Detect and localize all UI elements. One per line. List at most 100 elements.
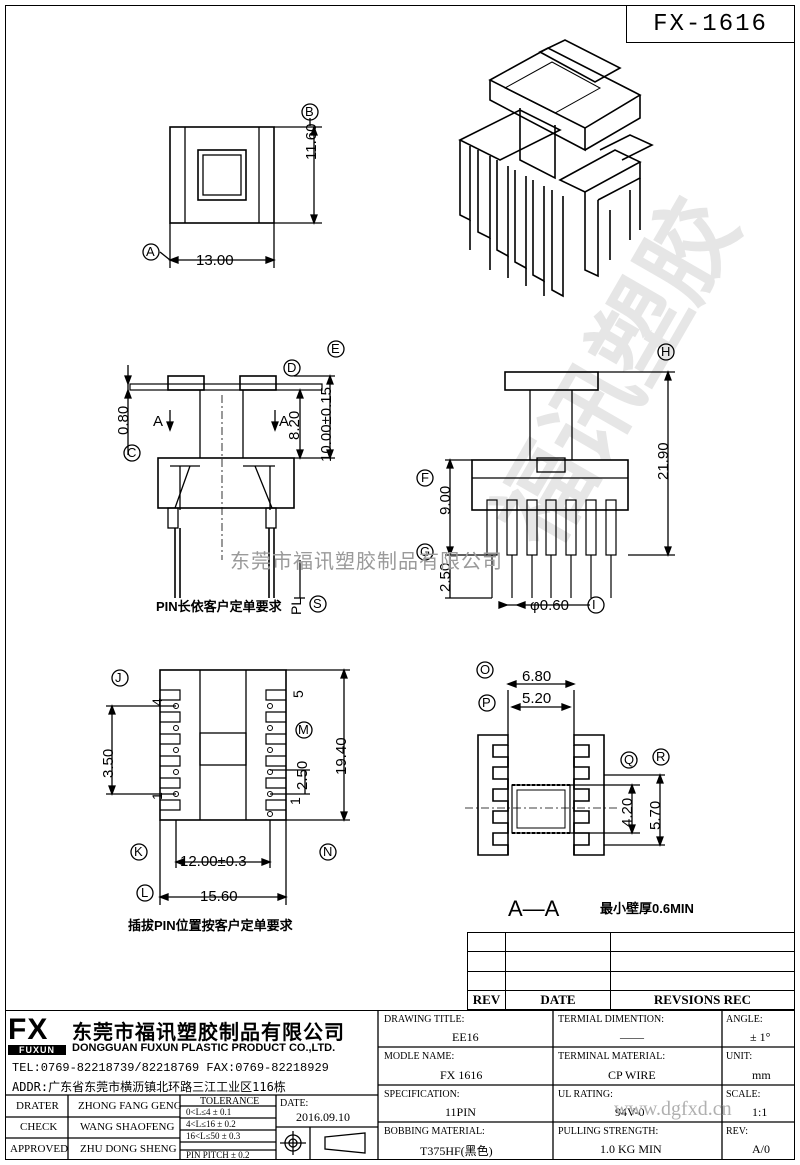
bobbin-label: BOBBING MATERIAL: xyxy=(384,1126,485,1137)
model-label: MODLE NAME: xyxy=(384,1051,455,1062)
isometric-view xyxy=(458,39,654,298)
callout-f: F xyxy=(421,470,429,485)
scale-value: 1:1 xyxy=(752,1105,768,1119)
rev-header: REV xyxy=(467,989,506,1011)
check-label: CHECK xyxy=(20,1121,58,1133)
pin-number-4: 4 xyxy=(149,698,165,706)
callout-j: J xyxy=(115,670,122,685)
title-block xyxy=(5,1010,795,1161)
company-logo: FX FUXUN xyxy=(8,1015,68,1055)
section-label: A—A xyxy=(508,896,560,921)
spec-label: SPECIFICATION: xyxy=(384,1089,460,1100)
callout-e: E xyxy=(331,341,340,356)
scale-label: SCALE: xyxy=(726,1089,761,1100)
title-block-grid xyxy=(5,1010,795,1160)
company-tel: TEL:0769-82218739/82218769 FAX:0769-8221… xyxy=(12,1061,329,1075)
term-mat-label: TERMINAL MATERIAL: xyxy=(558,1051,666,1062)
date-label: DATE: xyxy=(280,1098,309,1109)
dim-height: 11.60 xyxy=(303,123,320,160)
pull-label: PULLING STRENGTH: xyxy=(558,1126,659,1137)
callout-n: N xyxy=(323,844,333,859)
company-name-en: DONGGUAN FUXUN PLASTIC PRODUCT CO.,LTD. xyxy=(72,1042,336,1054)
drawing-title-label: DRAWING TITLE: xyxy=(384,1014,465,1025)
callout-b: B xyxy=(305,104,314,119)
section-view xyxy=(465,661,670,856)
dim-12-00: 12.00±0.3 xyxy=(180,853,247,870)
bottom-view xyxy=(106,668,350,905)
callout-a: A xyxy=(146,244,155,259)
pin-number-1: 1 xyxy=(149,792,165,800)
drater-label: DRATER xyxy=(16,1100,59,1112)
date-value: 2016.09.10 xyxy=(296,1110,350,1124)
tolerance-2: 4<L≤16 ± 0.2 xyxy=(186,1119,236,1129)
drawing-frame xyxy=(5,5,795,1160)
angle-label: ANGLE: xyxy=(726,1014,763,1025)
watermark-url: www.dgfxd.cn xyxy=(614,1098,732,1120)
dim-15-60: 15.60 xyxy=(200,888,238,905)
drawing-title-value: EE16 xyxy=(452,1030,479,1044)
tolerance-1: 0<L≤4 ± 0.1 xyxy=(186,1107,232,1117)
dim-19-40: 19.40 xyxy=(333,737,350,775)
callout-p: P xyxy=(482,695,491,710)
pin-length-note: PIN长依客户定单要求 xyxy=(156,599,282,614)
tolerance-pitch: PIN PITCH ± 0.2 xyxy=(186,1150,250,1160)
dim-5-70: 5.70 xyxy=(647,800,664,830)
dim-1: 1 xyxy=(287,797,303,805)
company-name-cn: 东莞市福讯塑胶制品有限公司 xyxy=(72,1020,345,1044)
pin-number-5: 5 xyxy=(290,690,306,698)
dim-21-90: 21.90 xyxy=(655,442,672,480)
callout-s: S xyxy=(313,596,322,611)
dim-3-50: 3.50 xyxy=(100,748,117,778)
top-view xyxy=(142,103,322,268)
term-dim-value: —— xyxy=(620,1030,644,1044)
spec-value: 11PIN xyxy=(445,1105,476,1119)
dim-width: 13.00 xyxy=(196,252,234,269)
pin-position-note: 插拔PIN位置按客户定单要求 xyxy=(128,918,293,933)
check-value: WANG SHAOFENG xyxy=(80,1121,175,1133)
dim-4-20: 4.20 xyxy=(619,797,636,827)
dim-2-50-pitch: 2.50 xyxy=(294,760,311,790)
callout-m: M xyxy=(298,722,309,737)
callout-d: D xyxy=(287,360,297,375)
rev-value: A/0 xyxy=(752,1142,770,1156)
angle-value: ± 1° xyxy=(750,1030,771,1044)
dim-9-00: 9.00 xyxy=(437,485,454,515)
revisions-header: REVSIONS REC xyxy=(610,989,795,1011)
revision-table: REV DATE REVSIONS REC xyxy=(467,931,795,1011)
ul-value: 94V-0 xyxy=(615,1105,645,1119)
callout-g: G xyxy=(420,544,431,559)
bobbin-value: T375HF(黑色) xyxy=(420,1144,493,1158)
section-mark-a-right: A xyxy=(279,413,290,430)
front-view xyxy=(123,340,345,613)
approved-value: ZHU DONG SHENG xyxy=(80,1143,177,1155)
part-number-title: FX-1616 xyxy=(626,5,795,43)
dim-pl: PL xyxy=(288,597,304,615)
dim-0-80: 0.80 xyxy=(115,405,132,435)
company-addr: ADDR:广东省东莞市横沥镇北环路三江工业区116栋 xyxy=(12,1080,286,1094)
approved-label: APPROVED xyxy=(10,1143,69,1155)
drater-value: ZHONG FANG GENG xyxy=(78,1100,182,1112)
term-dim-label: TERMIAL DIMENTION: xyxy=(558,1014,665,1025)
tolerance-label: TOLERANCE xyxy=(200,1096,260,1107)
callout-h: H xyxy=(661,344,671,359)
callout-o: O xyxy=(480,662,491,677)
tolerance-3: 16<L≤50 ± 0.3 xyxy=(186,1131,241,1141)
rev-label: REV: xyxy=(726,1126,749,1137)
date-header: DATE xyxy=(505,989,611,1011)
callout-l: L xyxy=(141,885,149,900)
section-mark-a-left: A xyxy=(153,413,164,430)
callout-q: Q xyxy=(624,752,635,767)
watermark-company: 东莞市福讯塑胶制品有限公司 xyxy=(230,551,503,573)
model-value: FX 1616 xyxy=(440,1068,483,1082)
dim-10-00: 10.00±0.15 xyxy=(318,387,335,462)
ul-label: UL RATING: xyxy=(558,1089,613,1100)
dim-5-20: 5.20 xyxy=(522,690,552,707)
side-view xyxy=(416,343,675,614)
pull-value: 1.0 KG MIN xyxy=(600,1142,662,1156)
unit-value: mm xyxy=(752,1068,771,1082)
callout-c: C xyxy=(127,445,137,460)
callout-r: R xyxy=(656,749,666,764)
dim-6-80: 6.80 xyxy=(522,668,552,685)
callout-i: I xyxy=(592,597,596,612)
